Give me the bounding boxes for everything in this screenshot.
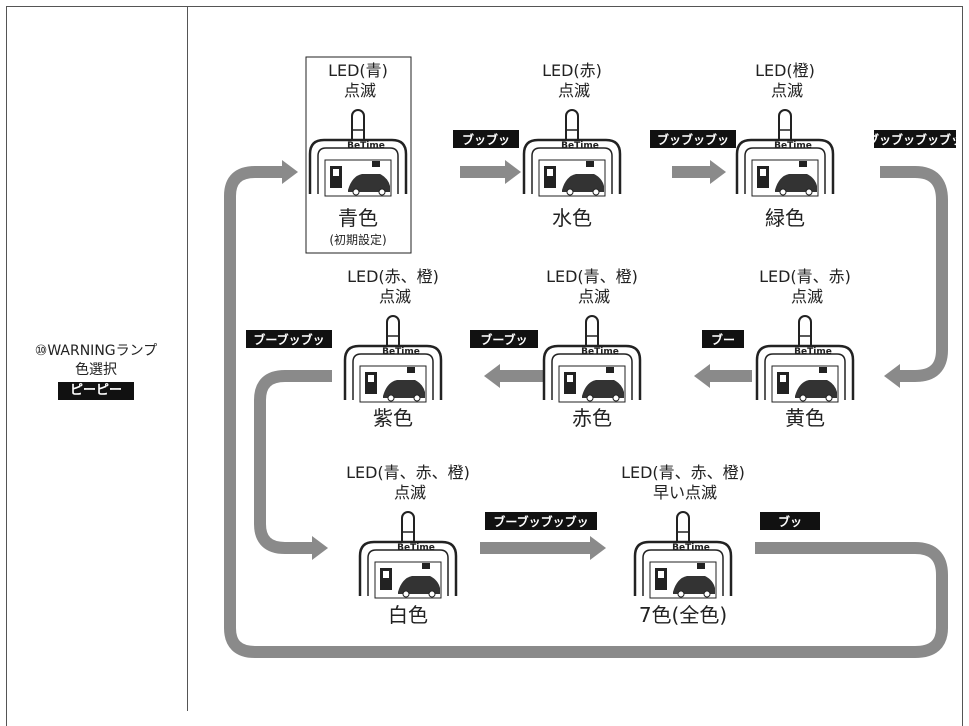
state-node: LED(青、赤)点滅 BeTime 黄色	[755, 267, 855, 430]
led-label: LED(青、赤、橙)	[346, 463, 470, 482]
state-node: LED(青、赤、橙)早い点滅 BeTime 7色(全色)	[621, 463, 745, 627]
arrow-head	[884, 364, 900, 388]
remote-device-icon	[735, 108, 835, 198]
led-blink-label: 点滅	[379, 287, 411, 306]
device-brand-text: BeTime	[794, 347, 832, 357]
remote-device-icon	[542, 314, 642, 404]
led-blink-label: 点滅	[558, 81, 590, 100]
state-node: LED(赤)点滅 BeTime 水色	[522, 61, 622, 230]
color-label: 白色	[388, 603, 428, 627]
beep-pattern-badge: ブッブッブッ	[650, 130, 736, 148]
arrow-head	[282, 160, 298, 184]
default-highlight-box	[305, 56, 412, 254]
remote-device-icon	[308, 108, 408, 198]
remote-device-icon	[633, 510, 733, 600]
beep-pattern-text: ブッブッ	[462, 132, 510, 147]
color-label: 青色	[338, 206, 378, 230]
beep-pattern-badge: ブーブッブッブッ	[485, 512, 597, 530]
device-brand-text: BeTime	[581, 347, 619, 357]
device-brand-text: BeTime	[397, 543, 435, 553]
device-brand-text: BeTime	[561, 141, 599, 151]
beep-pattern-badge: ブッブッ	[453, 130, 519, 148]
column-divider	[187, 6, 188, 711]
remote-device-icon	[522, 108, 622, 198]
beep-pattern-text: ブッブッブッブッ	[867, 132, 963, 147]
setting-title: ⑩WARNINGランプ	[34, 343, 158, 359]
led-blink-label: 点滅	[344, 81, 376, 100]
led-label: LED(赤、橙)	[347, 267, 439, 286]
beep-pattern-text: ブー	[711, 332, 735, 347]
setting-label: ⑩WARNINGランプ 色選択 ピーピー	[10, 342, 182, 400]
led-blink-label: 早い点滅	[653, 483, 717, 502]
color-label: 水色	[552, 206, 592, 230]
led-blink-label: 点滅	[394, 483, 426, 502]
led-label: LED(青)	[328, 61, 388, 80]
state-node: LED(赤、橙)点滅 BeTime 紫色	[343, 267, 443, 430]
color-cycle-diagram: LED(青)点滅BeTime青色(初期設定)LED(赤)点滅BeTime水色LE…	[224, 56, 963, 658]
arrow-head	[710, 160, 726, 184]
beep-pattern-text: ブーブッ	[480, 332, 527, 347]
beep-pattern-text: ブッ	[778, 514, 802, 529]
color-label: 緑色	[765, 206, 805, 230]
beep-pattern-badge: ブッブッブッブッ	[867, 130, 963, 148]
led-blink-label: 点滅	[578, 287, 610, 306]
state-node: LED(青、赤、橙)点滅 BeTime 白色	[346, 463, 470, 627]
arrow-line	[880, 166, 948, 382]
beep-pattern-text: ブーブッブッ	[253, 332, 324, 347]
beep-pattern-badge: ブー	[702, 330, 744, 348]
state-node: LED(青、橙)点滅 BeTime 赤色	[542, 267, 642, 430]
device-brand-text: BeTime	[382, 347, 420, 357]
beep-pattern-badge: ブッ	[760, 512, 820, 530]
beep-pattern-text: ブッブッブッ	[657, 132, 729, 147]
led-label: LED(橙)	[755, 61, 815, 80]
table-frame	[6, 6, 963, 726]
beep-pattern-text: ブーブッブッブッ	[493, 514, 588, 529]
setting-subtitle: 色選択	[75, 362, 117, 378]
beep-pattern-badge: ブーブッ	[470, 330, 538, 348]
beep-pattern-badge: ブーブッブッ	[246, 330, 332, 348]
led-label: LED(青、橙)	[546, 267, 638, 286]
remote-device-icon	[358, 510, 458, 600]
led-label: LED(青、赤)	[759, 267, 851, 286]
device-brand-text: BeTime	[774, 141, 812, 151]
arrow-head	[590, 536, 606, 560]
beep-badge: ピーピー	[57, 382, 134, 400]
state-node: LED(青)点滅 BeTime 青色 (初期設定)	[305, 56, 412, 254]
led-label: LED(赤)	[542, 61, 602, 80]
device-brand-text: BeTime	[347, 141, 385, 151]
state-node: LED(橙)点滅 BeTime 緑色	[735, 61, 835, 230]
arrow-head	[694, 364, 710, 388]
arrow-line	[224, 166, 948, 658]
color-label: 7色(全色)	[639, 603, 727, 627]
remote-device-icon	[343, 314, 443, 404]
color-label: 紫色	[373, 406, 413, 430]
color-label: 黄色	[785, 406, 825, 430]
led-blink-label: 点滅	[771, 81, 803, 100]
default-note: (初期設定)	[329, 232, 386, 247]
cycle-arrows	[224, 160, 948, 658]
color-label: 赤色	[572, 406, 612, 430]
arrow-line	[254, 370, 332, 554]
led-blink-label: 点滅	[791, 287, 823, 306]
remote-device-icon	[755, 314, 855, 404]
arrow-head	[505, 160, 521, 184]
arrow-head	[484, 364, 500, 388]
device-brand-text: BeTime	[672, 543, 710, 553]
led-label: LED(青、赤、橙)	[621, 463, 745, 482]
arrow-head	[312, 536, 328, 560]
